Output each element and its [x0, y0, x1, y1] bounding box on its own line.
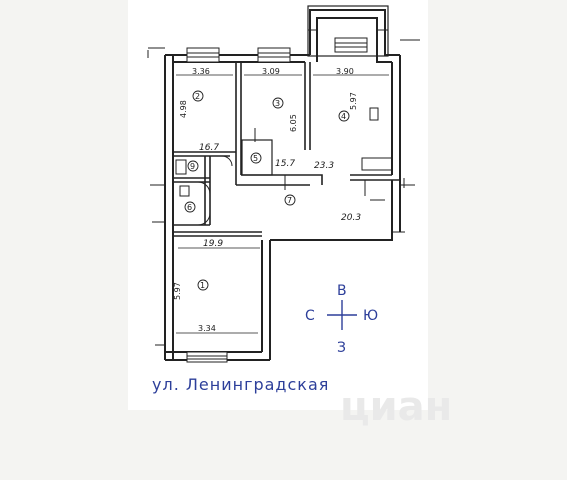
cabinet-room4	[361, 157, 393, 171]
window-room4	[334, 37, 368, 53]
room3-marker	[272, 97, 284, 109]
window-room2	[186, 47, 220, 63]
room2-length: 4.98	[179, 100, 188, 118]
room2-area: 16.7	[199, 143, 219, 153]
window-room3	[257, 47, 291, 63]
room9-number: 9	[190, 162, 195, 171]
windows	[186, 37, 368, 363]
balcony	[307, 5, 389, 57]
window-room1	[186, 351, 228, 363]
compass-north: В	[337, 283, 347, 299]
room1-length: 5.97	[173, 282, 182, 300]
compass-east: Ю	[363, 308, 378, 324]
room5-number: 5	[253, 154, 258, 163]
room4-area: 23.3	[314, 161, 334, 171]
bathtub-fixture	[175, 159, 187, 175]
plan-sheet	[128, 0, 428, 410]
room1-number: 1	[200, 281, 205, 290]
doors	[197, 155, 366, 226]
room2-marker	[192, 90, 204, 102]
dimension-ticks	[147, 39, 420, 346]
room1-width: 3.34	[198, 324, 216, 333]
toilet-fixture	[179, 185, 190, 197]
room7-marker	[284, 194, 296, 206]
room1-marker	[197, 279, 209, 291]
room2-width: 3.36	[192, 67, 210, 76]
room4-length: 5.97	[349, 92, 358, 110]
room3-width: 3.09	[262, 67, 280, 76]
room-number-markers	[184, 90, 350, 291]
room3-area: 15.7	[275, 159, 295, 169]
room7-area: 20.3	[341, 213, 361, 223]
room5-marker	[250, 152, 262, 164]
compass-south: З	[337, 340, 346, 356]
room6-marker	[184, 201, 196, 213]
kitchen-block	[241, 139, 273, 176]
room4-marker	[338, 110, 350, 122]
room6-number: 6	[187, 203, 192, 212]
room4-number: 4	[341, 112, 346, 121]
room1-area: 19.9	[203, 239, 223, 249]
compass-rose: В З С Ю	[305, 283, 378, 356]
dimension-lines	[176, 74, 389, 334]
compass-west: С	[305, 308, 315, 324]
watermark: циан	[340, 384, 452, 430]
radiator-room4	[369, 107, 379, 121]
room7-number: 7	[287, 196, 292, 205]
room3-number: 3	[275, 99, 280, 108]
room2-number: 2	[195, 92, 200, 101]
street-label: ул. Ленинградская	[152, 375, 329, 394]
room4-width: 3.90	[336, 67, 354, 76]
room3-length: 6.05	[289, 114, 298, 132]
room9-marker	[187, 160, 199, 172]
